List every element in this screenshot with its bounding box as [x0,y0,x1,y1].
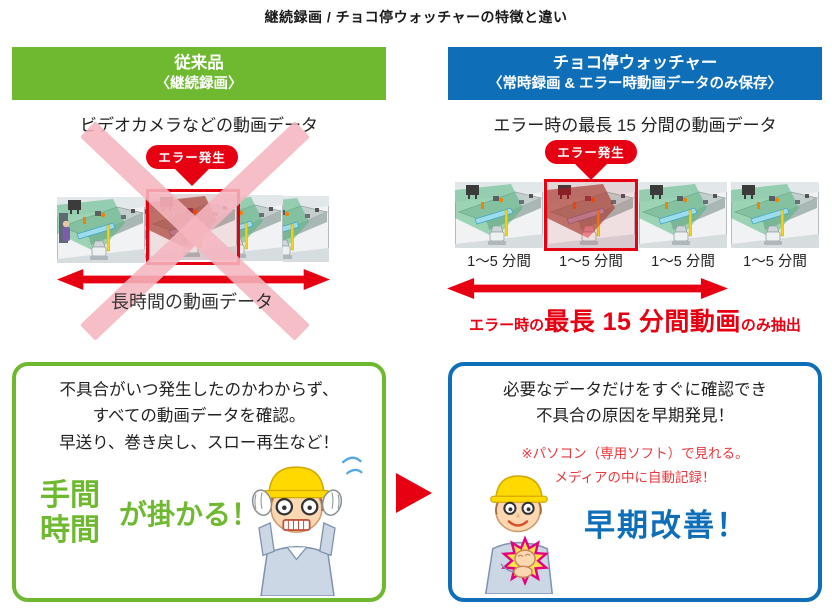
frame-duration-labels: 1〜5 分間 1〜5 分間 1〜5 分間 1〜5 分間 [455,250,819,271]
legacy-cost-words: 手間 時間 [40,478,100,549]
video-frame-thumbnail [731,182,819,248]
watcher-result-line: 不具合の原因を早期発見！ [536,407,734,426]
factory-scene-icon [57,195,145,265]
error-frame-thumbnail [544,179,638,251]
factory-scene-icon [455,182,543,248]
watcher-notes: ※パソコン（専用ソフト）で見れる。 メディアの中に自動記録！ [452,442,818,489]
extract-prefix: エラー時の [469,317,545,334]
worker-panicked-icon [228,454,366,596]
error-badge: エラー発生 [545,140,637,164]
factory-scene-icon [731,182,819,248]
frame-duration-label: 1〜5 分間 [651,254,715,270]
legacy-header-subtitle: 〈継続録画〉 [155,75,243,92]
legacy-result-line: 不具合がいつ発生したのかわからず、 [59,381,339,399]
watcher-result-line: 必要なデータだけをすぐに確認でき [503,381,767,399]
watcher-header-subtitle: 〈常時録画 & エラー時動画データのみ保存〉 [487,75,783,92]
watcher-note-line: ※パソコン（専用ソフト）で見れる。 [521,446,749,461]
legacy-arrow-label: 長時間の動画データ [111,292,273,312]
watcher-result-box: 必要なデータだけをすぐに確認でき 不具合の原因を早期発見！ ※パソコン（専用ソフ… [448,362,822,602]
frame-duration-label: 1〜5 分間 [467,254,531,270]
legacy-header-title: 従来品 [174,54,224,73]
legacy-result-line: すべての動画データを確認。 [92,407,306,426]
error-badge: エラー発生 [146,145,238,169]
extract-highlight: 最長 15 分間動画 [544,308,741,336]
page-title: 継続録画 / チョコ停ウォッチャーの特徴と違い [264,9,568,25]
watcher-benefit-text: 早期改善！ [584,508,749,543]
factory-scene-icon [639,182,727,248]
watcher-note-line: メディアの中に自動記録！ [554,469,716,485]
watcher-subtitle: エラー時の最長 15 分間の動画データ [493,116,777,135]
down-arrow-icon [173,167,211,186]
video-frame-thumbnail [57,195,145,265]
operator-figure-icon [59,213,70,243]
timeline-arrow-icon [57,269,330,290]
legacy-cost-word: 時間 [40,514,100,548]
error-frame-thumbnail [146,189,240,265]
extract-statement: エラー時の最長 15 分間動画のみ抽出 [448,302,822,338]
timeline-arrow-icon [447,278,728,299]
watcher-error-badge-wrap: エラー発生 [451,140,731,164]
frame-duration-label: 1〜5 分間 [559,254,623,270]
legacy-result-box: 不具合がいつ発生したのかわからず、 すべての動画データを確認。 早送り、巻き戻し… [12,362,386,602]
worker-happy-icon [464,468,576,594]
right-arrow-icon [396,473,432,513]
extract-suffix: のみ抽出 [740,317,801,334]
video-frame-thumbnail [639,182,727,248]
legacy-cost-word: 手間 [40,479,100,512]
down-arrow-icon [572,161,610,180]
legacy-result-line: 早送り、巻き戻し、スロー再生など！ [59,433,339,452]
factory-scene-error-icon [149,192,237,262]
legacy-header: 従来品 〈継続録画〉 [12,47,386,100]
factory-scene-error-icon [547,182,635,248]
legacy-error-badge-wrap: エラー発生 [12,145,372,169]
watcher-result-text: 必要なデータだけをすぐに確認でき 不具合の原因を早期発見！ [452,377,818,430]
legacy-subtitle: ビデオカメラなどの動画データ [80,116,318,135]
frame-duration-label: 1〜5 分間 [743,254,807,270]
video-frame-thumbnail [455,182,543,248]
legacy-result-text: 不具合がいつ発生したのかわからず、 すべての動画データを確認。 早送り、巻き戻し… [16,377,382,456]
legacy-cost-suffix: が掛かる！ [119,499,260,530]
watcher-header: チョコ停ウォッチャー 〈常時録画 & エラー時動画データのみ保存〉 [448,47,822,100]
watcher-header-title: チョコ停ウォッチャー [552,54,718,73]
